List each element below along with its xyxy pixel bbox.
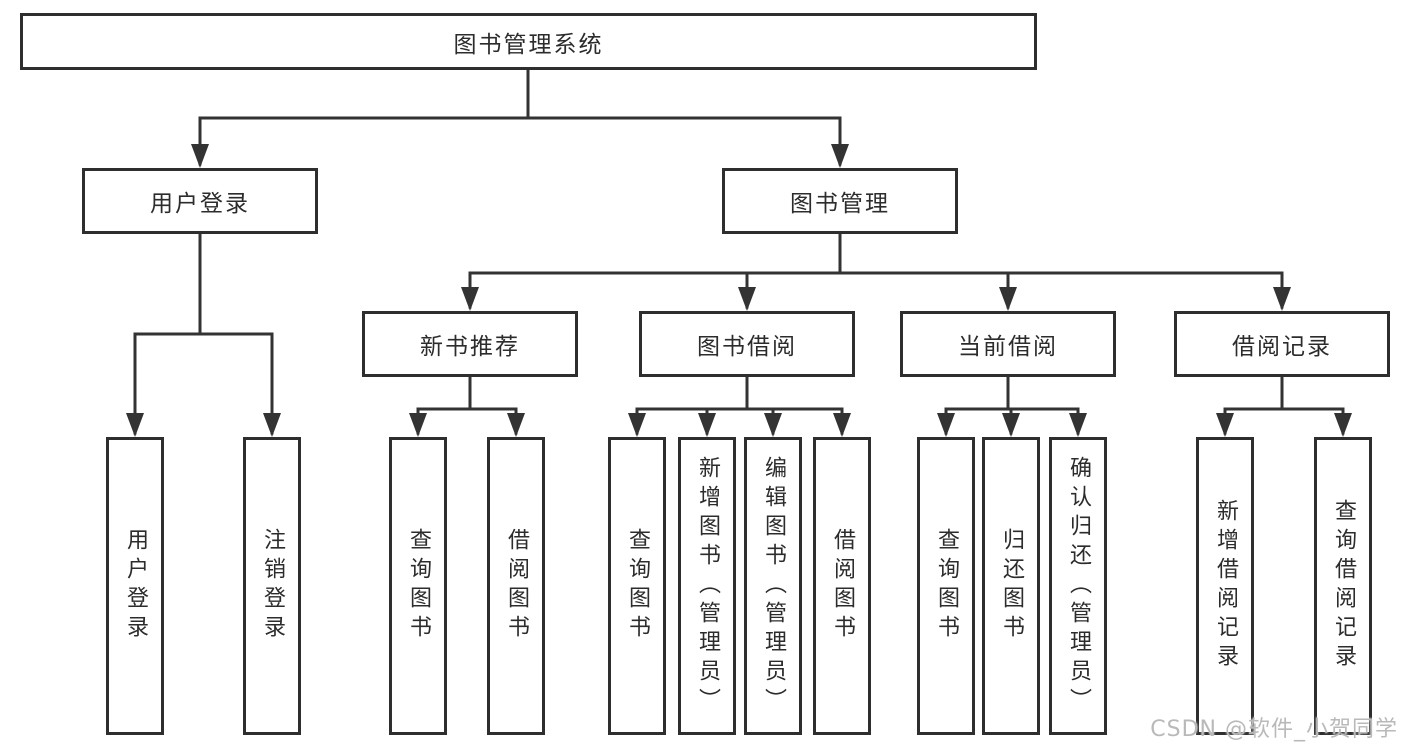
node-login: 用户登录 (106, 437, 164, 735)
node-cur-query-book: 查询图书 (917, 437, 975, 735)
node-user-login: 用户登录 (82, 168, 318, 234)
arrowhead (507, 413, 525, 437)
arrowhead (461, 287, 479, 311)
arrowhead (764, 413, 782, 437)
edge-from-book-mgmt (468, 232, 1284, 309)
node-book-borrow: 图书借阅 (639, 311, 855, 377)
node-bor-add-book: 新增图书（管理员） (678, 437, 736, 735)
node-bor-borrow-book: 借阅图书 (813, 437, 871, 735)
arrowhead (1069, 413, 1087, 437)
node-cur-confirm-return: 确认归还（管理员） (1049, 437, 1107, 735)
arrowhead (191, 144, 209, 168)
edge-from-root (198, 68, 842, 166)
node-current-borrow: 当前借阅 (900, 311, 1116, 377)
watermark: CSDN @软件_小贺同学 (1150, 717, 1398, 742)
node-rec-borrow-book: 借阅图书 (487, 437, 545, 735)
arrowhead (1002, 413, 1020, 437)
arrowhead (1216, 413, 1234, 437)
node-borrow-records: 借阅记录 (1174, 311, 1390, 377)
node-cur-return-book: 归还图书 (982, 437, 1040, 735)
node-book-mgmt: 图书管理 (722, 168, 958, 234)
arrowhead (833, 413, 851, 437)
edge-from-borrow-records (1223, 375, 1345, 435)
node-log-query-record: 查询借阅记录 (1314, 437, 1372, 735)
node-bor-edit-book: 编辑图书（管理员） (744, 437, 802, 735)
arrowhead (126, 413, 144, 437)
arrowhead (628, 413, 646, 437)
arrowhead (999, 287, 1017, 311)
edge-from-new-book-rec (416, 375, 518, 435)
edge-from-book-borrow (635, 375, 844, 435)
node-rec-query-book: 查询图书 (389, 437, 447, 735)
arrowhead (698, 413, 716, 437)
node-log-add-record: 新增借阅记录 (1196, 437, 1254, 735)
node-root: 图书管理系统 (20, 13, 1037, 70)
edge-from-current-borrow (944, 375, 1080, 435)
edge-from-user-login (133, 232, 274, 435)
node-new-book-rec: 新书推荐 (362, 311, 578, 377)
arrowhead (1273, 287, 1291, 311)
arrowhead (738, 287, 756, 311)
arrowhead (831, 144, 849, 168)
arrowhead (1334, 413, 1352, 437)
arrowhead (937, 413, 955, 437)
node-logout: 注销登录 (243, 437, 301, 735)
arrowhead (263, 413, 281, 437)
node-bor-query-book: 查询图书 (608, 437, 666, 735)
arrowhead (409, 413, 427, 437)
